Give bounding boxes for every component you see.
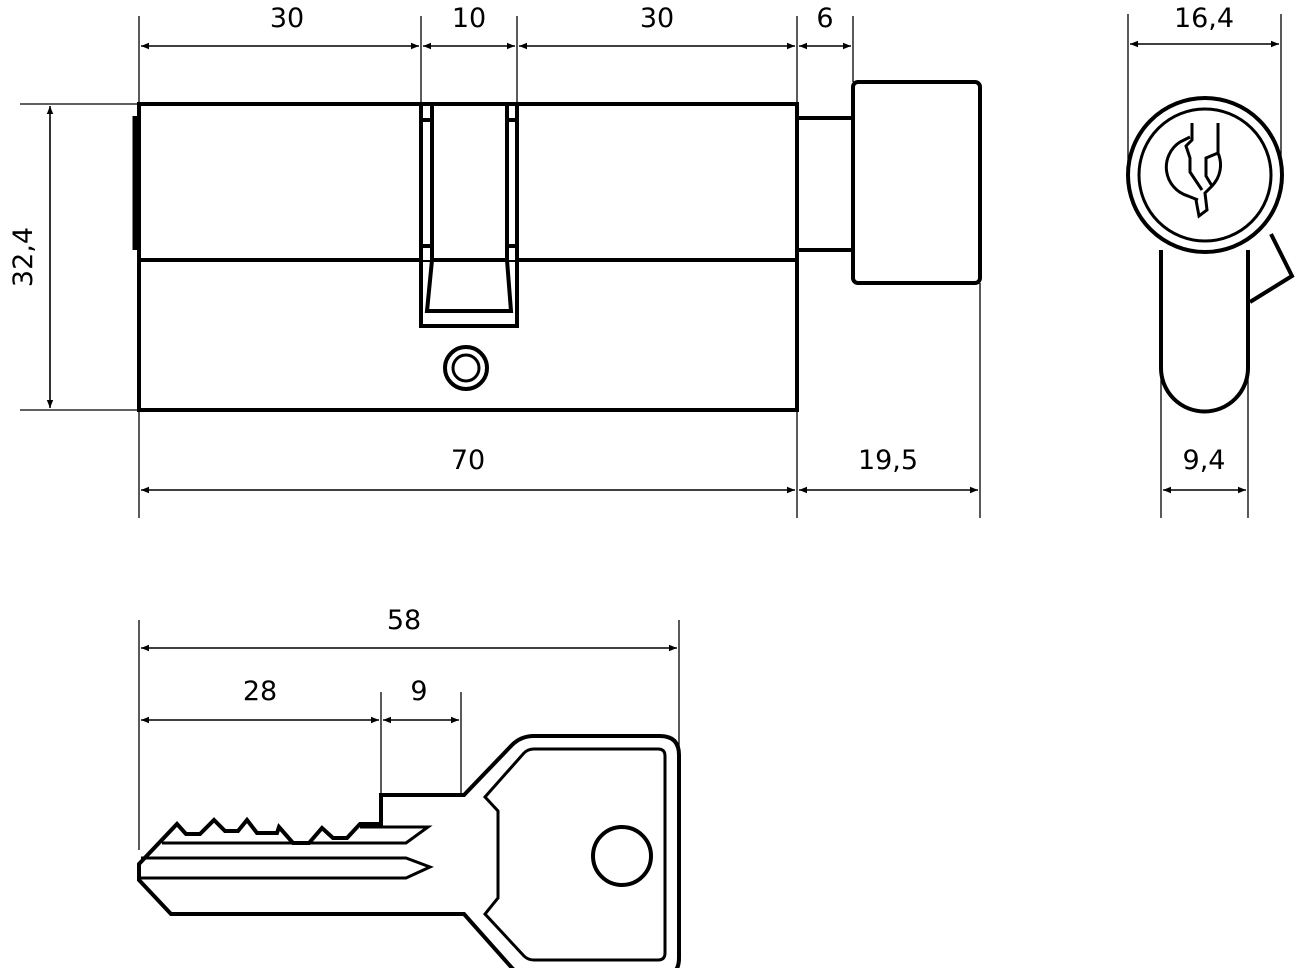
thumb-turn-shaft: [795, 116, 855, 252]
key: [137, 734, 681, 968]
dim-shaft-gap: 6: [816, 3, 833, 34]
keyway-left: [1164, 123, 1204, 202]
key-dimensions: 58 28 9: [138, 605, 680, 850]
side-view-dimensions: 30 10 30 6 32,4 70 19,5: [8, 3, 981, 518]
keyway-right: [1194, 123, 1223, 219]
dim-cam-width: 10: [452, 3, 486, 34]
profile-body: [1159, 250, 1250, 414]
key-groove-lower: [141, 856, 434, 880]
dim-left-half: 30: [270, 3, 304, 34]
cam: [419, 104, 519, 328]
dim-total-length: 70: [451, 445, 485, 476]
fixing-screw-hole: [443, 345, 489, 391]
end-view-dimensions: 16,4 9,4: [1127, 3, 1282, 518]
key-ring-hole: [591, 825, 653, 887]
key-bow-inner: [482, 747, 667, 962]
thumb-turn-knob: [851, 80, 982, 285]
dim-body-width: 9,4: [1183, 445, 1226, 476]
key-outline: [137, 734, 681, 968]
cylinder-side-view: [132, 80, 982, 412]
dim-key-length: 58: [387, 605, 421, 636]
key-groove-upper: [162, 825, 433, 845]
dim-head-diameter: 16,4: [1174, 3, 1234, 34]
cam-lever: [1248, 233, 1295, 304]
dim-blade-to-step: 28: [243, 676, 277, 707]
dim-right-half: 30: [640, 3, 674, 34]
dim-step-to-shoulder: 9: [410, 676, 427, 707]
dim-height: 32,4: [8, 227, 39, 287]
cylinder-end-view: [1126, 96, 1295, 414]
plug-ring: [1137, 107, 1273, 243]
dim-knob-length: 19,5: [858, 445, 918, 476]
cylinder-body: [137, 102, 799, 412]
